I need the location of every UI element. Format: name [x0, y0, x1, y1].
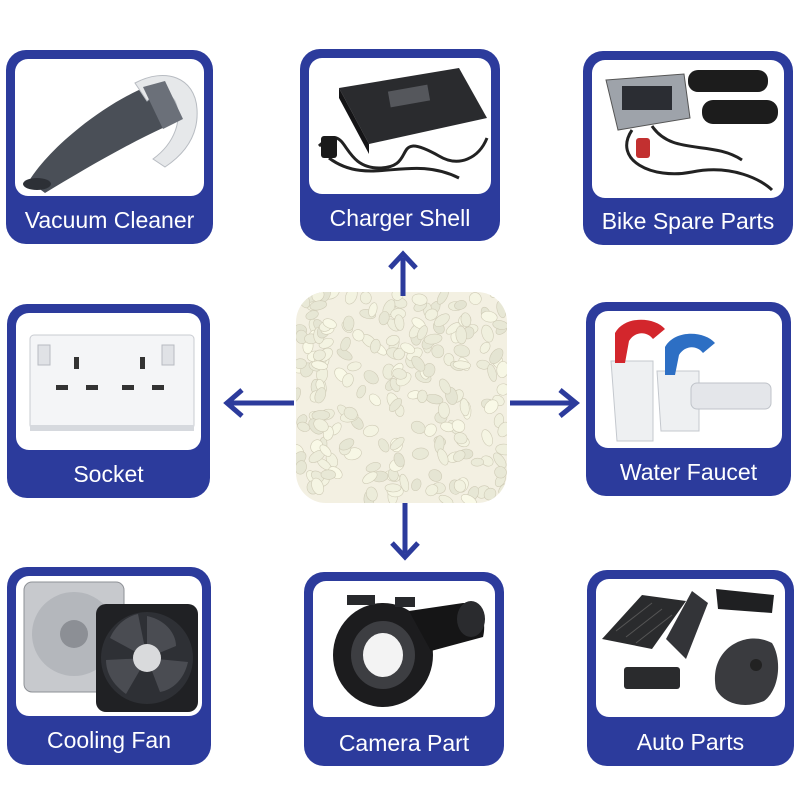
- card-vacuum-cleaner: Vacuum Cleaner: [6, 50, 213, 244]
- card-label: Charger Shell: [329, 204, 471, 231]
- arrow-up-icon: [388, 250, 418, 296]
- arrow-down-icon: [390, 503, 420, 561]
- card-bike-spare-parts: Bike Spare Parts: [583, 51, 793, 245]
- card-water-faucet: Water Faucet: [586, 302, 791, 496]
- card-label: Cooling Fan: [46, 727, 172, 753]
- card-label: Camera Part: [338, 729, 470, 756]
- charger-image: [309, 58, 491, 194]
- arrow-left-icon: [223, 388, 294, 418]
- card-label: Auto Parts: [636, 728, 745, 755]
- card-label: Bike Spare Parts: [601, 208, 775, 234]
- card-label: Water Faucet: [619, 459, 758, 485]
- card-camera-part: Camera Part: [304, 572, 504, 766]
- card-socket: Socket: [7, 304, 210, 498]
- vacuum-cleaner-image: [15, 59, 204, 196]
- pellets-image: [296, 292, 507, 503]
- card-cooling-fan: Cooling Fan: [7, 567, 211, 765]
- auto-parts-image: [596, 579, 785, 717]
- bike-throttle-image: [592, 60, 784, 198]
- card-label: Socket: [73, 461, 144, 487]
- wall-socket-image: [16, 313, 201, 450]
- water-faucet-image: [595, 311, 782, 448]
- card-label: Vacuum Cleaner: [24, 206, 195, 233]
- card-charger-shell: Charger Shell: [300, 49, 500, 241]
- arrow-right-icon: [510, 388, 580, 418]
- camera-part-image: [313, 581, 495, 717]
- cooling-fan-image: [16, 576, 202, 716]
- card-auto-parts: Auto Parts: [587, 570, 794, 766]
